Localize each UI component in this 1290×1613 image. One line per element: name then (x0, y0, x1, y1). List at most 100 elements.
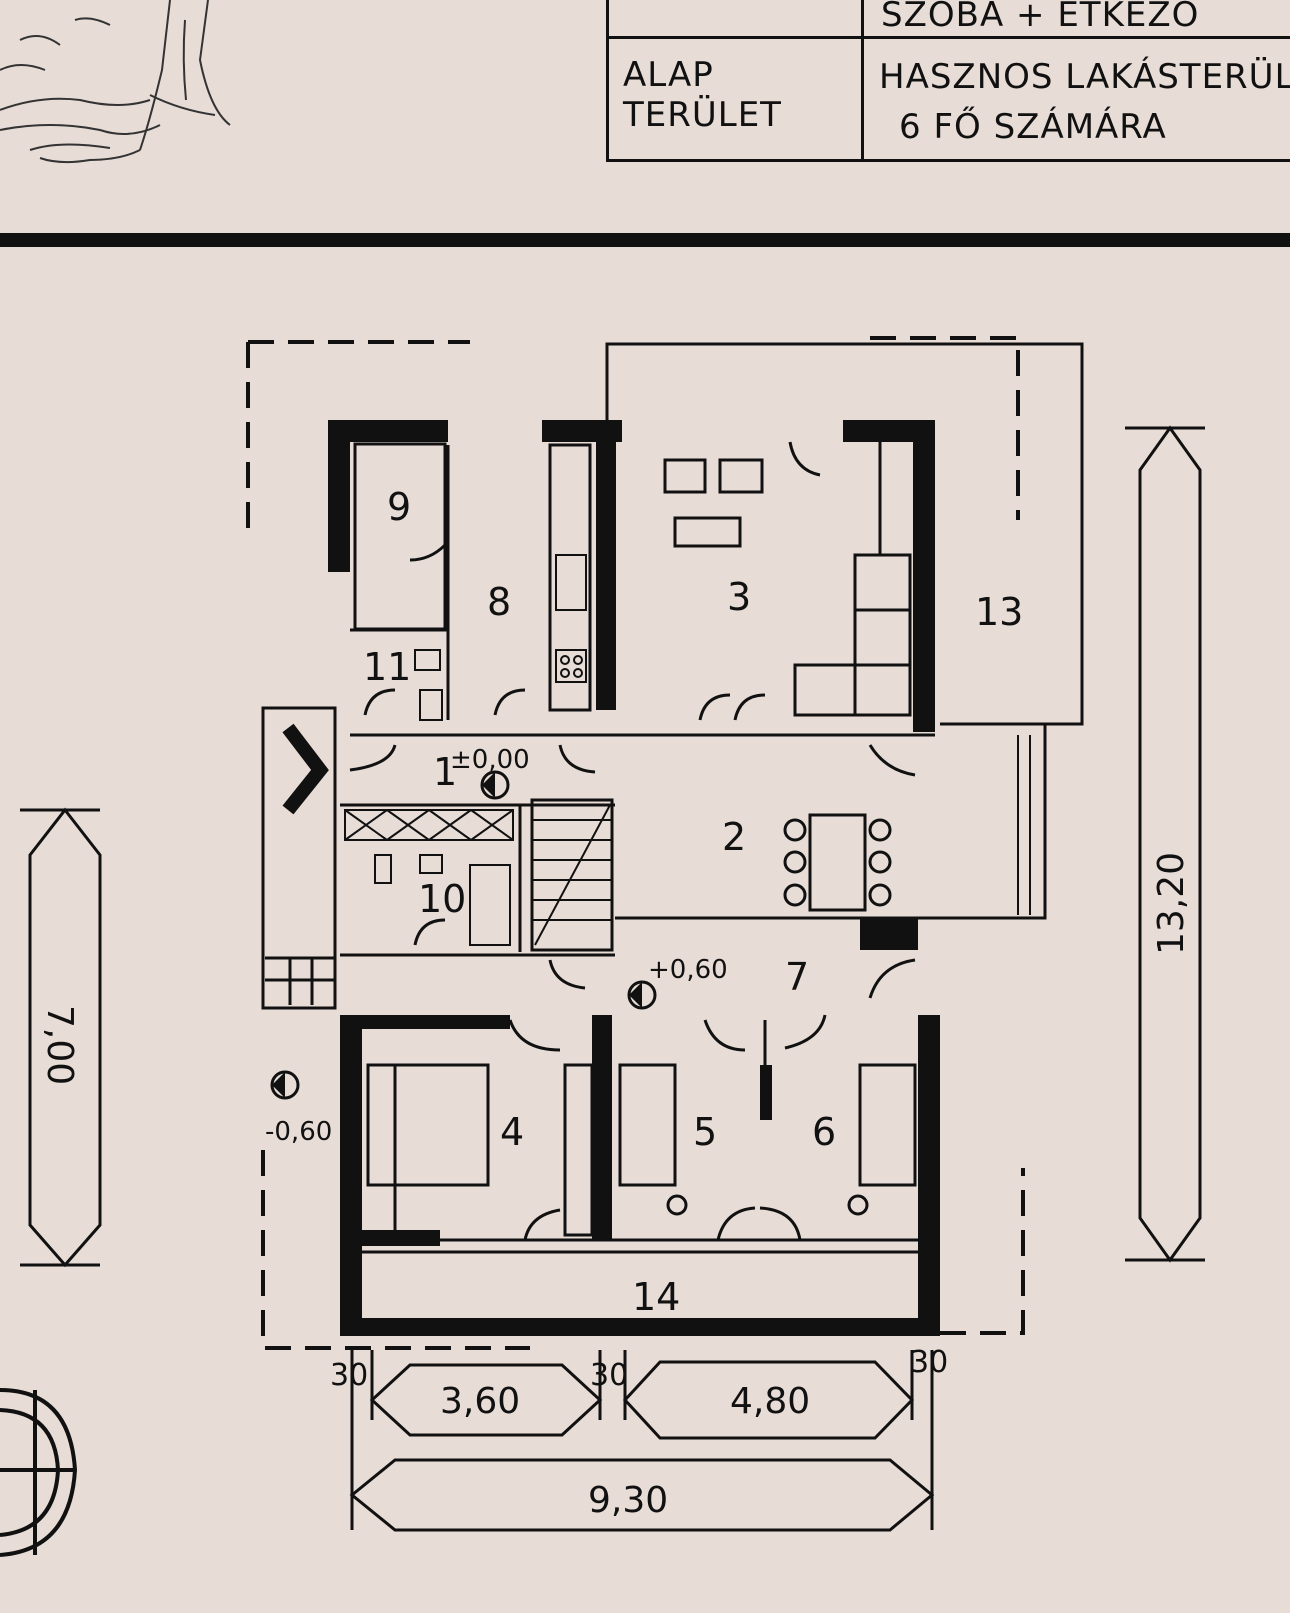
wardrobe-4 (563, 1063, 594, 1237)
sheet-divider (0, 233, 1290, 247)
door-swing (409, 543, 447, 562)
lamp (847, 1194, 869, 1216)
stove (555, 554, 587, 611)
room-label-10: 10 (418, 877, 466, 921)
room-label-1: 1 (433, 750, 457, 794)
dining-chair (783, 883, 807, 907)
dimension-arrow-height (1138, 425, 1202, 1263)
hob-burner (560, 655, 570, 665)
table-3 (673, 516, 742, 548)
basin-11 (419, 689, 443, 721)
level-label-ground: -0,60 (265, 1117, 332, 1147)
wall-north-left (328, 420, 448, 442)
sofa-bottom (793, 663, 912, 717)
level-label-entry: ±0,00 (450, 745, 530, 775)
dining-chair (783, 850, 807, 874)
stair (530, 798, 614, 952)
hob (555, 649, 587, 683)
door-swing (548, 959, 586, 990)
door-swing (523, 1208, 561, 1241)
wall-east-bedroom (918, 1015, 940, 1335)
door-swing (413, 918, 446, 946)
wall-bedroom-south (340, 1230, 440, 1246)
site-outline-bottom (261, 1150, 1025, 1350)
room-label-8: 8 (487, 580, 511, 624)
door-swing (703, 1019, 746, 1052)
room-label-9: 9 (387, 485, 411, 529)
door-swing (349, 744, 397, 772)
dimension-label-span-left: 3,60 (440, 1381, 520, 1422)
table-row-divider (609, 36, 1290, 39)
pillar (860, 918, 918, 950)
base-area-label-line1: ALAP (623, 55, 714, 95)
room-label-6: 6 (812, 1110, 836, 1154)
wall-north-right (843, 420, 935, 442)
lamp (666, 1194, 688, 1216)
terrace-13-outline (605, 342, 1084, 726)
dimension-label-height: 13,20 (1151, 852, 1192, 955)
base-area-label-line2: TERÜLET (623, 95, 782, 135)
entrance-porch (261, 706, 337, 1010)
hob-burner (573, 668, 583, 678)
room-label-7: 7 (785, 955, 809, 999)
door-swing (733, 693, 766, 721)
dining-chair (868, 883, 892, 907)
table-column-divider (861, 0, 864, 162)
dimension-label-left-height: 7,00 (39, 1005, 80, 1085)
bathtub (469, 864, 511, 946)
room-label-5: 5 (693, 1110, 717, 1154)
dining-table (808, 813, 867, 912)
room-label-3: 3 (727, 575, 751, 619)
bed-5 (618, 1063, 677, 1187)
door-swing (759, 1206, 802, 1241)
site-outline-upper-left (246, 340, 470, 540)
door-swing (868, 744, 916, 777)
dimension-label-wall-left: 30 (330, 1358, 368, 1393)
wardrobe (344, 809, 514, 841)
stair-diagonal (534, 804, 611, 946)
toilet (374, 854, 392, 884)
level-marker-fill (272, 1072, 285, 1098)
room-label-13: 13 (975, 590, 1023, 634)
level-marker-fill (629, 982, 642, 1008)
door-swing (868, 958, 916, 999)
bed-pillow (663, 458, 707, 494)
door-swing (493, 688, 526, 716)
bed-pillow (718, 458, 764, 494)
dimension-label-span-right: 4,80 (730, 1381, 810, 1422)
toilet-11 (414, 649, 441, 671)
wall-east-upper (913, 420, 935, 732)
room-label-11: 11 (363, 645, 411, 689)
wall-south (340, 1318, 940, 1336)
hob-burner (560, 668, 570, 678)
dimension-label-wall-mid: 30 (590, 1358, 628, 1393)
wall-west-bedroom (340, 1015, 362, 1333)
dimension-label-total: 9,30 (588, 1480, 668, 1521)
wall-west-upper (328, 420, 350, 572)
hob-burner (573, 655, 583, 665)
north-arrow-icon (0, 1408, 61, 1537)
wardrobe-x (344, 809, 514, 841)
wall-bedroom-divider (592, 1015, 612, 1240)
bed-6 (858, 1063, 917, 1187)
dining-chair (868, 818, 892, 842)
wall-bedroom-north (340, 1015, 510, 1029)
north-arrow-icon (0, 1388, 78, 1557)
info-table: SZOBA + ÉTKEZŐ ALAP TERÜLET HASZNOS LAKÁ… (606, 0, 1290, 162)
dining-chair (868, 850, 892, 874)
wall-kitchen-east (596, 420, 616, 710)
level-label-hall: +0,60 (648, 955, 728, 985)
door-swing (363, 688, 396, 716)
dining-chair (783, 818, 807, 842)
room-label-4: 4 (500, 1110, 524, 1154)
level-marker-fill (482, 772, 495, 798)
divider-post (760, 1065, 772, 1120)
room-type-label: SZOBA + ÉTKEZŐ (881, 0, 1200, 35)
room-label-2: 2 (722, 815, 746, 859)
double-bed (366, 1063, 490, 1187)
washbasin (419, 854, 443, 874)
door-swing (716, 1206, 756, 1241)
terrace-13-edge (940, 722, 1047, 920)
